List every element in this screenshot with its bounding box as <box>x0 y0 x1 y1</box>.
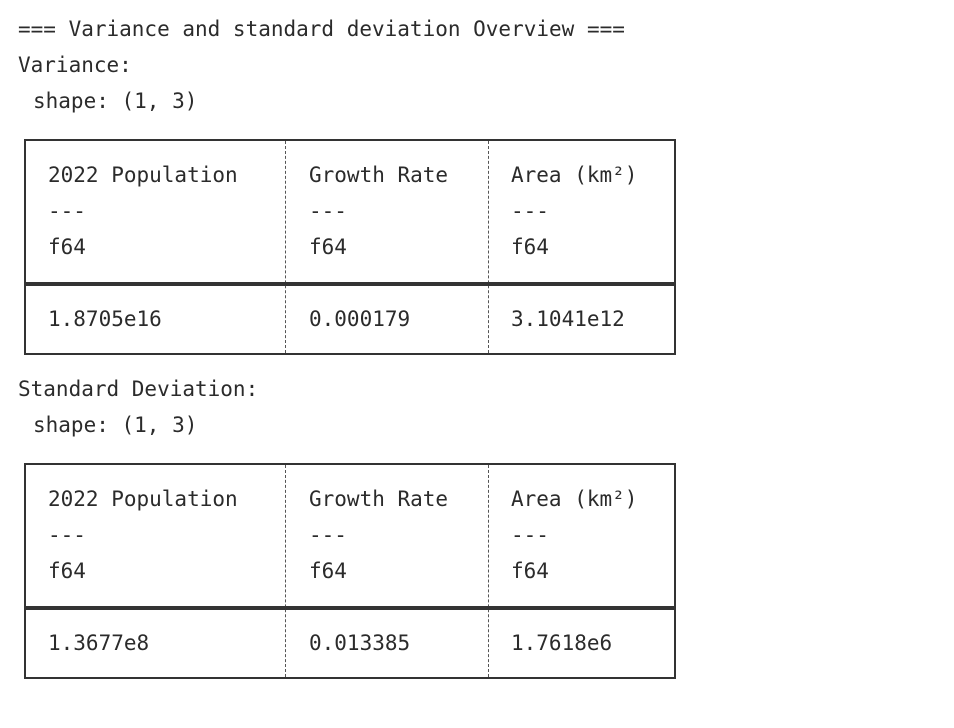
column-dtype: f64 <box>309 235 347 259</box>
column-header: Area (km²) <box>511 487 638 511</box>
column-header: 2022 Population <box>48 163 238 187</box>
column-separator <box>285 141 286 353</box>
header-dashes: --- <box>511 199 549 223</box>
header-dashes: --- <box>511 523 549 547</box>
header-dashes: --- <box>309 523 347 547</box>
variance-label: Variance: <box>18 53 132 77</box>
table-cell: 1.3677e8 <box>48 631 150 655</box>
header-dashes: --- <box>48 523 86 547</box>
variance-table: 2022 Population Growth Rate Area (km²) -… <box>24 139 676 355</box>
column-separator <box>488 141 489 353</box>
column-dtype: f64 <box>511 559 549 583</box>
column-header: 2022 Population <box>48 487 238 511</box>
table-cell: 1.7618e6 <box>511 631 613 655</box>
column-dtype: f64 <box>309 559 347 583</box>
variance-shape: shape: (1, 3) <box>33 89 198 113</box>
header-separator <box>26 606 674 610</box>
overview-title: === Variance and standard deviation Over… <box>18 17 625 41</box>
table-cell: 3.1041e12 <box>511 307 625 331</box>
header-separator <box>26 282 674 286</box>
std-dev-table: 2022 Population Growth Rate Area (km²) -… <box>24 463 676 679</box>
std-dev-shape: shape: (1, 3) <box>33 413 198 437</box>
column-header: Growth Rate <box>309 163 449 187</box>
table-cell: 0.013385 <box>309 631 411 655</box>
column-dtype: f64 <box>511 235 549 259</box>
header-dashes: --- <box>309 199 347 223</box>
column-separator <box>285 465 286 677</box>
table-cell: 1.8705e16 <box>48 307 162 331</box>
column-header: Growth Rate <box>309 487 449 511</box>
std-dev-label: Standard Deviation: <box>18 377 259 401</box>
column-dtype: f64 <box>48 559 86 583</box>
column-header: Area (km²) <box>511 163 638 187</box>
header-dashes: --- <box>48 199 86 223</box>
table-cell: 0.000179 <box>309 307 411 331</box>
column-separator <box>488 465 489 677</box>
column-dtype: f64 <box>48 235 86 259</box>
